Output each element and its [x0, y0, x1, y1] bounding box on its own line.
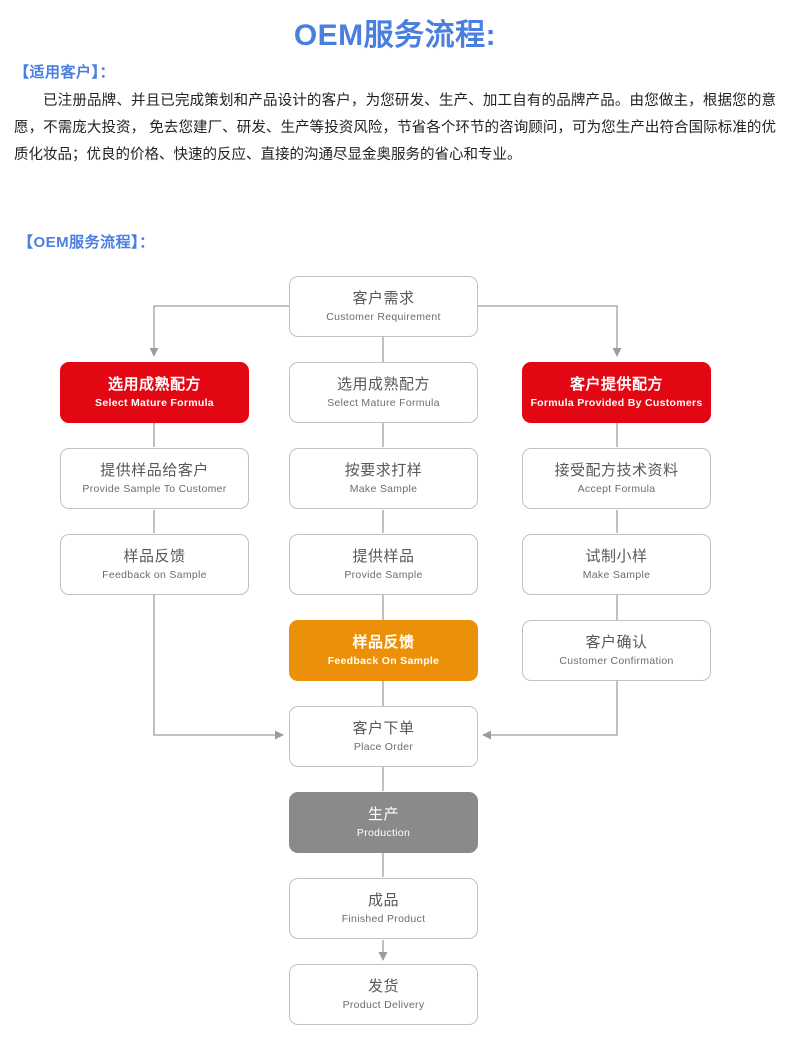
node-label-cn: 客户需求 — [352, 290, 415, 308]
node-label-cn: 提供样品给客户 — [100, 462, 209, 480]
node-customer-requirement[interactable]: 客户需求 Customer Requirement — [289, 276, 478, 337]
node-label-en: Product Delivery — [342, 998, 425, 1011]
node-label-cn: 选用成熟配方 — [107, 376, 201, 394]
node-formula-provided-by-customers[interactable]: 客户提供配方 Formula Provided By Customers — [522, 362, 711, 423]
node-select-mature-formula-left[interactable]: 选用成熟配方 Select Mature Formula — [60, 362, 249, 423]
node-feedback-on-sample-left[interactable]: 样品反馈 Feedback on Sample — [60, 534, 249, 595]
node-label-cn: 客户下单 — [352, 720, 415, 738]
node-label-cn: 试制小样 — [585, 548, 648, 566]
node-label-cn: 客户确认 — [585, 634, 648, 652]
node-label-cn: 客户提供配方 — [569, 376, 663, 394]
node-label-cn: 提供样品 — [352, 548, 415, 566]
node-label-en: Production — [356, 826, 411, 839]
oem-flow-heading: 【OEM服务流程】： — [18, 234, 155, 251]
node-label-en: Select Mature Formula — [327, 396, 440, 409]
node-place-order[interactable]: 客户下单 Place Order — [289, 706, 478, 767]
node-label-en: Make Sample — [582, 568, 651, 581]
node-label-en: Provide Sample To Customer — [82, 482, 227, 495]
node-label-cn: 成品 — [367, 892, 399, 910]
node-feedback-on-sample-mid[interactable]: 样品反馈 Feedback On Sample — [289, 620, 478, 681]
node-provide-sample-mid[interactable]: 提供样品 Provide Sample — [289, 534, 478, 595]
node-finished-product[interactable]: 成品 Finished Product — [289, 878, 478, 939]
node-select-mature-formula-mid[interactable]: 选用成熟配方 Select Mature Formula — [289, 362, 478, 423]
applicable-customers-heading: 【适用客户】： — [14, 64, 116, 81]
node-label-en: Finished Product — [341, 912, 426, 925]
node-label-en: Accept Formula — [577, 482, 656, 495]
node-label-en: Select Mature Formula — [95, 396, 214, 409]
node-label-en: Place Order — [353, 740, 414, 753]
page-title: OEM服务流程: — [293, 19, 497, 52]
node-label-cn: 按要求打样 — [344, 462, 423, 480]
node-label-en: Customer Requirement — [326, 310, 441, 323]
node-label-en: Make Sample — [349, 482, 418, 495]
node-label-en: Feedback On Sample — [327, 654, 440, 667]
node-label-en: Customer Confirmation — [559, 654, 674, 667]
node-label-cn: 样品反馈 — [352, 634, 415, 652]
node-accept-formula[interactable]: 接受配方技术资料 Accept Formula — [522, 448, 711, 509]
node-label-cn: 发货 — [367, 978, 399, 996]
node-label-cn: 接受配方技术资料 — [554, 462, 679, 480]
node-customer-confirmation[interactable]: 客户确认 Customer Confirmation — [522, 620, 711, 681]
node-label-en: Formula Provided By Customers — [530, 396, 703, 409]
node-provide-sample-to-customer[interactable]: 提供样品给客户 Provide Sample To Customer — [60, 448, 249, 509]
applicable-customers-body: 已注册品牌、并且已完成策划和产品设计的客户，为您研发、生产、加工自有的品牌产品。… — [14, 93, 776, 163]
node-label-en: Feedback on Sample — [102, 568, 207, 581]
node-production[interactable]: 生产 Production — [289, 792, 478, 853]
node-make-sample-right[interactable]: 试制小样 Make Sample — [522, 534, 711, 595]
node-label-cn: 生产 — [367, 806, 399, 824]
node-label-cn: 选用成熟配方 — [336, 376, 430, 394]
node-make-sample-mid[interactable]: 按要求打样 Make Sample — [289, 448, 478, 509]
node-product-delivery[interactable]: 发货 Product Delivery — [289, 964, 478, 1025]
node-label-en: Provide Sample — [344, 568, 423, 581]
node-label-cn: 样品反馈 — [123, 548, 186, 566]
